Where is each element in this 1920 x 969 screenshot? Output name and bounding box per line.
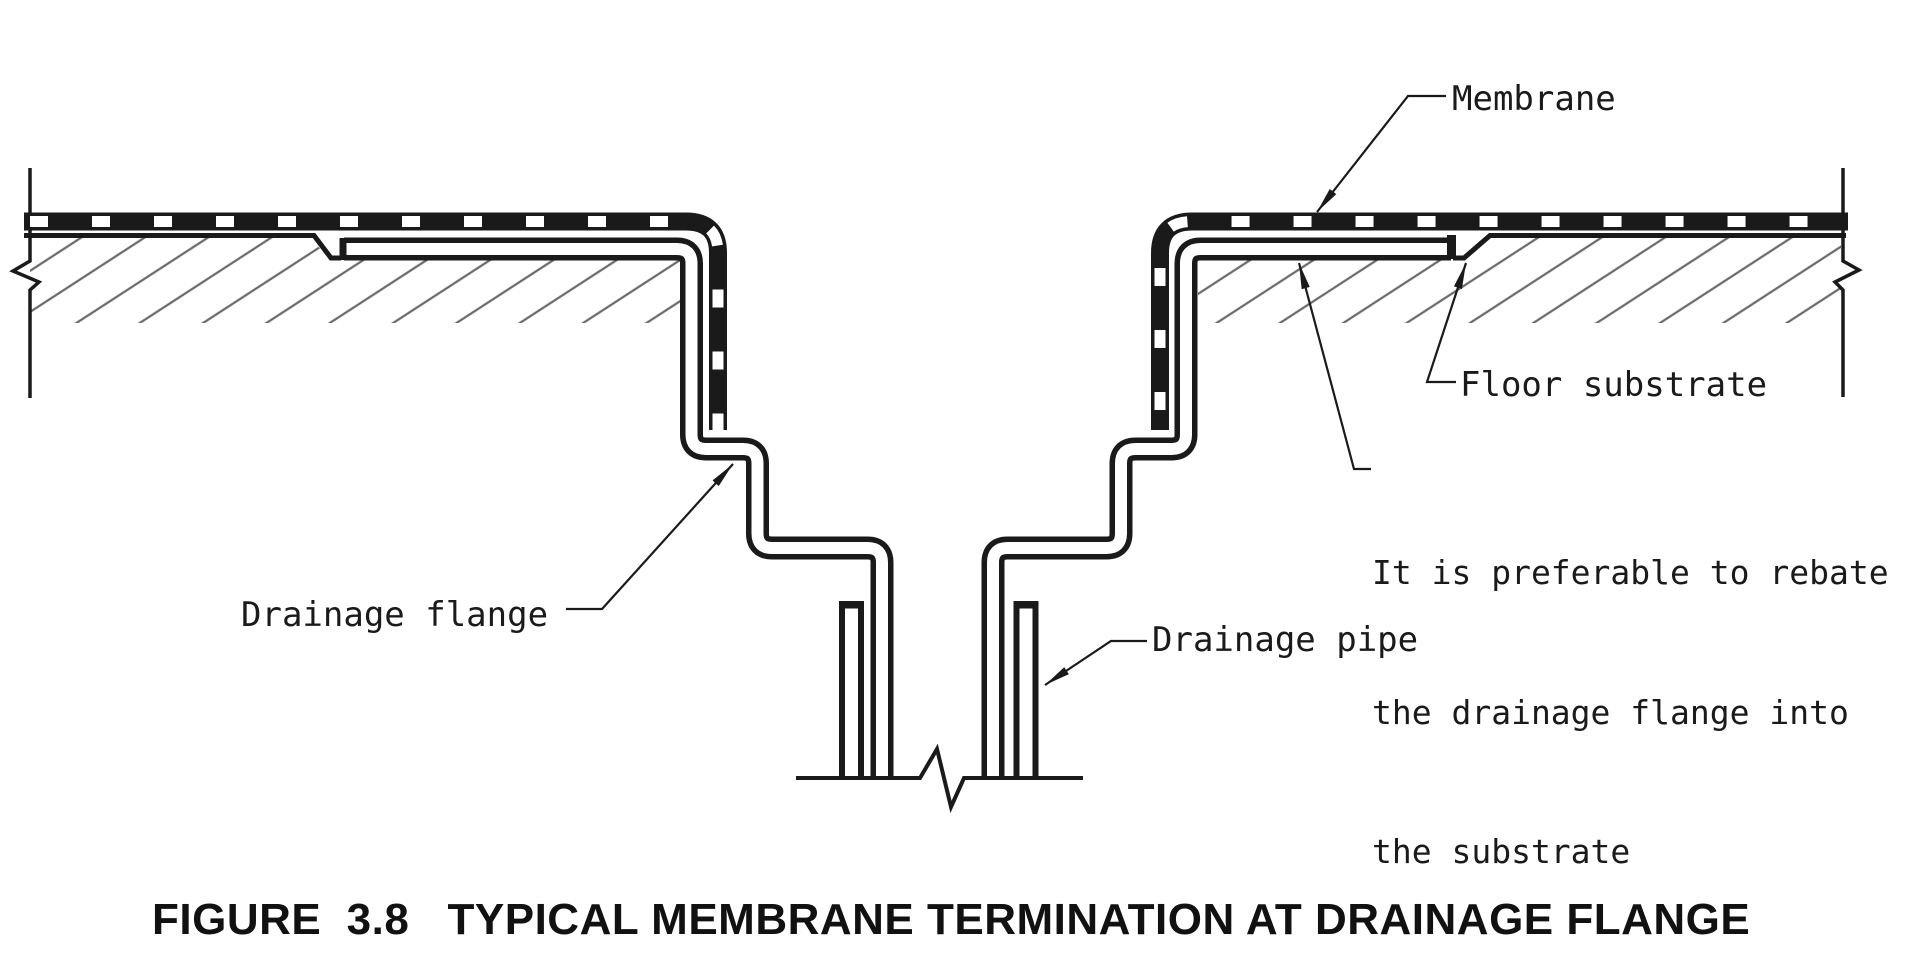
drainage-flange-left [339, 237, 894, 779]
flange-end-cap-right [1447, 235, 1456, 259]
floor-substrate-label: Floor substrate [1460, 365, 1768, 405]
membrane-right [1151, 212, 1848, 430]
pipe-break-ground-line [796, 743, 1083, 814]
rebate-note-line-2: the drainage flange into [1372, 692, 1849, 732]
drainage-flange-leader-line [566, 463, 734, 611]
figure-caption: FIGURE 3.8 TYPICAL MEMBRANE TERMINATION … [152, 895, 1751, 944]
membrane-left [24, 212, 727, 430]
flange-end-cap-left [339, 238, 347, 260]
rebate-note-line-1: It is preferable to rebate [1372, 553, 1889, 592]
section-break-line-left [9, 168, 43, 398]
rebate-note-line-3: the substrate [1372, 832, 1631, 871]
drainage-pipe-leader-line [1044, 639, 1147, 686]
membrane-leader-line [1316, 94, 1446, 213]
drainage-flange-label: Drainage flange [241, 595, 549, 635]
membrane-label: Membrane [1452, 79, 1616, 119]
drainage-pipe-label: Drainage pipe [1152, 620, 1419, 660]
leader-lines [566, 94, 1468, 686]
rebate-note: It is preferable to rebate the drainage … [1372, 457, 1889, 969]
rebate-note-leader-line [1297, 262, 1371, 471]
floor-substrate-leader-line [1425, 262, 1468, 384]
substrate-surface-line-right [1453, 233, 1846, 261]
substrate-surface-line-left [24, 233, 341, 261]
floor-substrate-hatch-left [30, 238, 680, 323]
floor-substrate-hatch-right [1198, 238, 1841, 323]
section-break-line-right [1832, 168, 1863, 397]
drainage-flange-right [981, 235, 1456, 779]
